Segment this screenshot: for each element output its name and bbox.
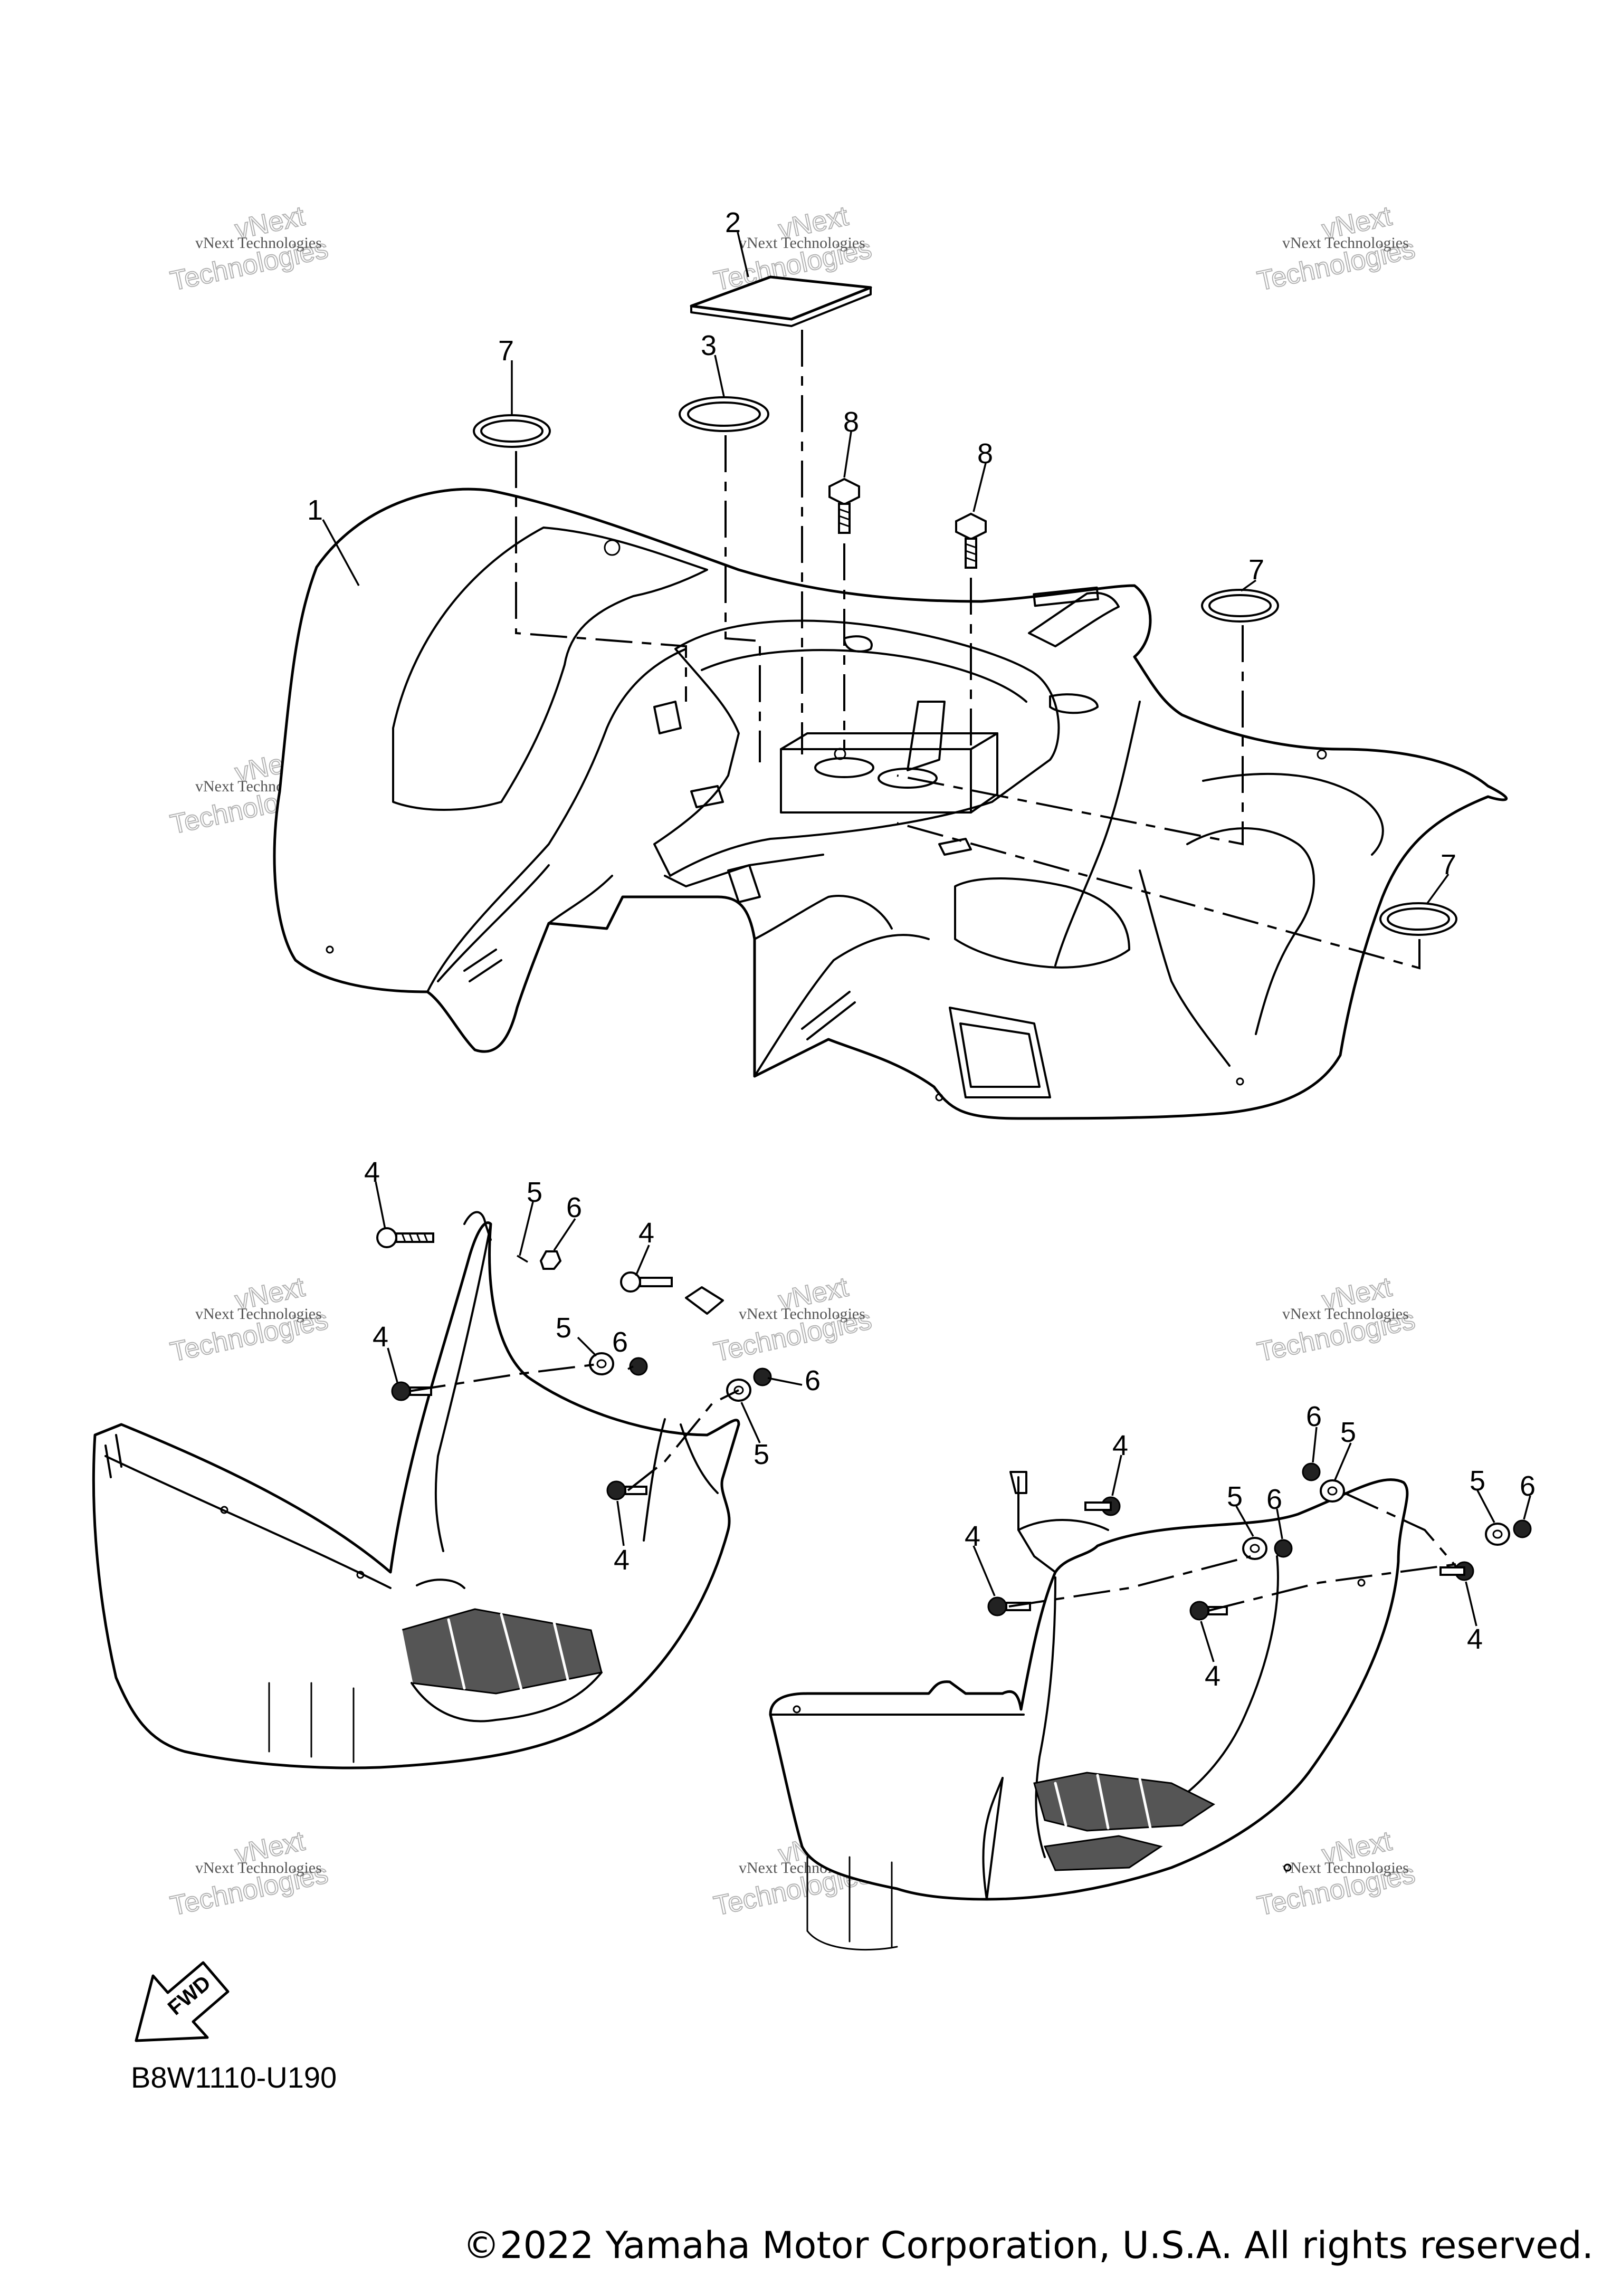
nut-6-left-c [753,1367,772,1386]
callout-labels: 1 2 3 7 8 8 7 7 4 5 6 4 4 5 6 6 5 4 4 6 … [307,207,1536,1692]
grommet-7-right [1379,902,1457,936]
callout-4-e: 4 [1112,1430,1128,1461]
callout-7-left: 7 [498,335,514,367]
watermark-large-brand: vNext [776,1271,851,1316]
fwd-arrow-icon: FWD [135,1961,230,2042]
nut-6-right-b [1274,1539,1293,1558]
assembly-lines-upper [515,330,1420,970]
watermark-small-text: vNext Technologies [195,1305,322,1323]
grommet-7-mid [1201,589,1279,623]
callout-5-a: 5 [527,1176,542,1208]
watermark-small-text: vNext Technologies [195,234,322,252]
callout-4-b: 4 [638,1217,654,1249]
clip-left [463,1211,724,1315]
rear-fender [273,487,1508,1120]
callout-4-g: 4 [1205,1660,1220,1692]
seal-pad-part-2 [690,275,872,327]
nut-6-left-a [539,1250,562,1270]
diagram-code: B8W1110-U190 [131,2061,337,2094]
callout-5-c: 5 [754,1439,769,1470]
grommet-3 [679,396,769,432]
callout-6-c: 6 [805,1365,821,1396]
watermark-small-text: vNext Technologies [1282,234,1409,252]
callout-6-d: 6 [1306,1401,1322,1432]
copyright-notice: ©2022 Yamaha Motor Corporation, U.S.A. A… [463,2224,1594,2267]
callout-5-d: 5 [1340,1417,1356,1448]
callout-6-a: 6 [566,1192,582,1223]
left-footrest [92,1221,740,1769]
callout-4-d: 4 [614,1544,630,1576]
callout-5-f: 5 [1470,1465,1485,1497]
callout-4-h: 4 [1467,1623,1483,1655]
callout-1: 1 [307,494,323,526]
callout-5-e: 5 [1227,1481,1243,1513]
watermark-small-text: vNext Technologies [739,1305,865,1323]
washer-5-right-b [1242,1537,1267,1560]
screw-4-left-c [620,1271,673,1293]
grommets [473,396,1457,936]
right-footrest [769,1471,1409,1951]
callout-7-right: 7 [1441,849,1456,881]
callout-6-b: 6 [612,1326,628,1358]
callout-4-a: 4 [364,1156,380,1188]
callout-3: 3 [701,330,717,361]
screw-4-left-d [606,1480,647,1500]
callout-6-e: 6 [1266,1484,1282,1515]
bolt-8-right [955,512,987,569]
callout-7-mid: 7 [1248,554,1264,586]
watermark-small-text: vNext Technologies [1282,1305,1409,1323]
callout-6-f: 6 [1520,1470,1536,1502]
nut-6-right-a [1302,1462,1321,1481]
watermark-small-text: vNext Technologies [739,234,865,252]
callout-8-right: 8 [977,438,993,470]
screw-4-left-a [376,1227,434,1248]
nut-6-left-b [629,1357,648,1376]
callout-2: 2 [725,207,741,238]
grommet-7-left [473,414,551,448]
washer-5-left-a [589,1352,614,1375]
callout-5-b: 5 [556,1312,571,1344]
bolt-8-left [828,477,860,534]
screw-4-right-b [1084,1496,1121,1516]
washer-5-right-c [1485,1523,1510,1546]
callout-4-c: 4 [373,1321,388,1353]
watermark-small-text: vNext Technologies [195,1859,322,1877]
callout-8-left: 8 [843,406,859,438]
callout-4-f: 4 [965,1520,980,1552]
watermark-small-text: vNext Technologies [1282,1859,1409,1877]
right-footrest-hardware [987,1462,1532,1621]
left-footrest-hardware [376,1211,772,1500]
screw-4-right-d [1439,1561,1474,1581]
leader-lines [322,232,1531,1662]
bolts-part-8 [828,477,987,569]
washer-5-right-a [1320,1479,1345,1503]
nut-6-right-c [1513,1519,1532,1538]
